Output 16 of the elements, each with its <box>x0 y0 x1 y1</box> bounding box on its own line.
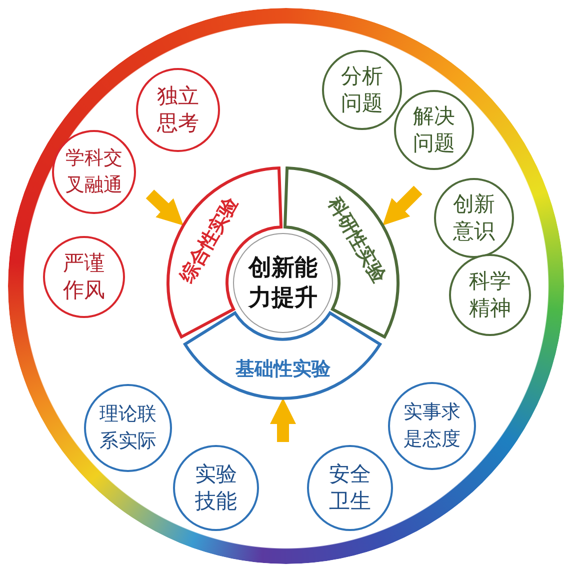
node-label: 独立思考 <box>156 83 200 137</box>
node-label: 学科交叉融通 <box>64 146 124 198</box>
node-label: 实验技能 <box>194 461 238 515</box>
node-label: 安全卫生 <box>328 461 372 515</box>
node-label: 基础性实验 <box>235 356 330 382</box>
node-label: 创新意识 <box>452 191 496 245</box>
node-label: 科研性实验 <box>323 192 392 288</box>
node-label: 实事求是态度 <box>402 400 462 452</box>
node-label: 综合性实验 <box>174 192 243 288</box>
node-label: 解决问题 <box>412 103 456 157</box>
node-label: 科学精神 <box>468 268 512 322</box>
node-label: 创新能力提升 <box>247 254 318 313</box>
arrow <box>270 398 296 442</box>
node-label: 严谨作风 <box>62 250 106 304</box>
node-label: 分析问题 <box>340 63 384 117</box>
node-label: 理论联系实际 <box>98 402 158 454</box>
